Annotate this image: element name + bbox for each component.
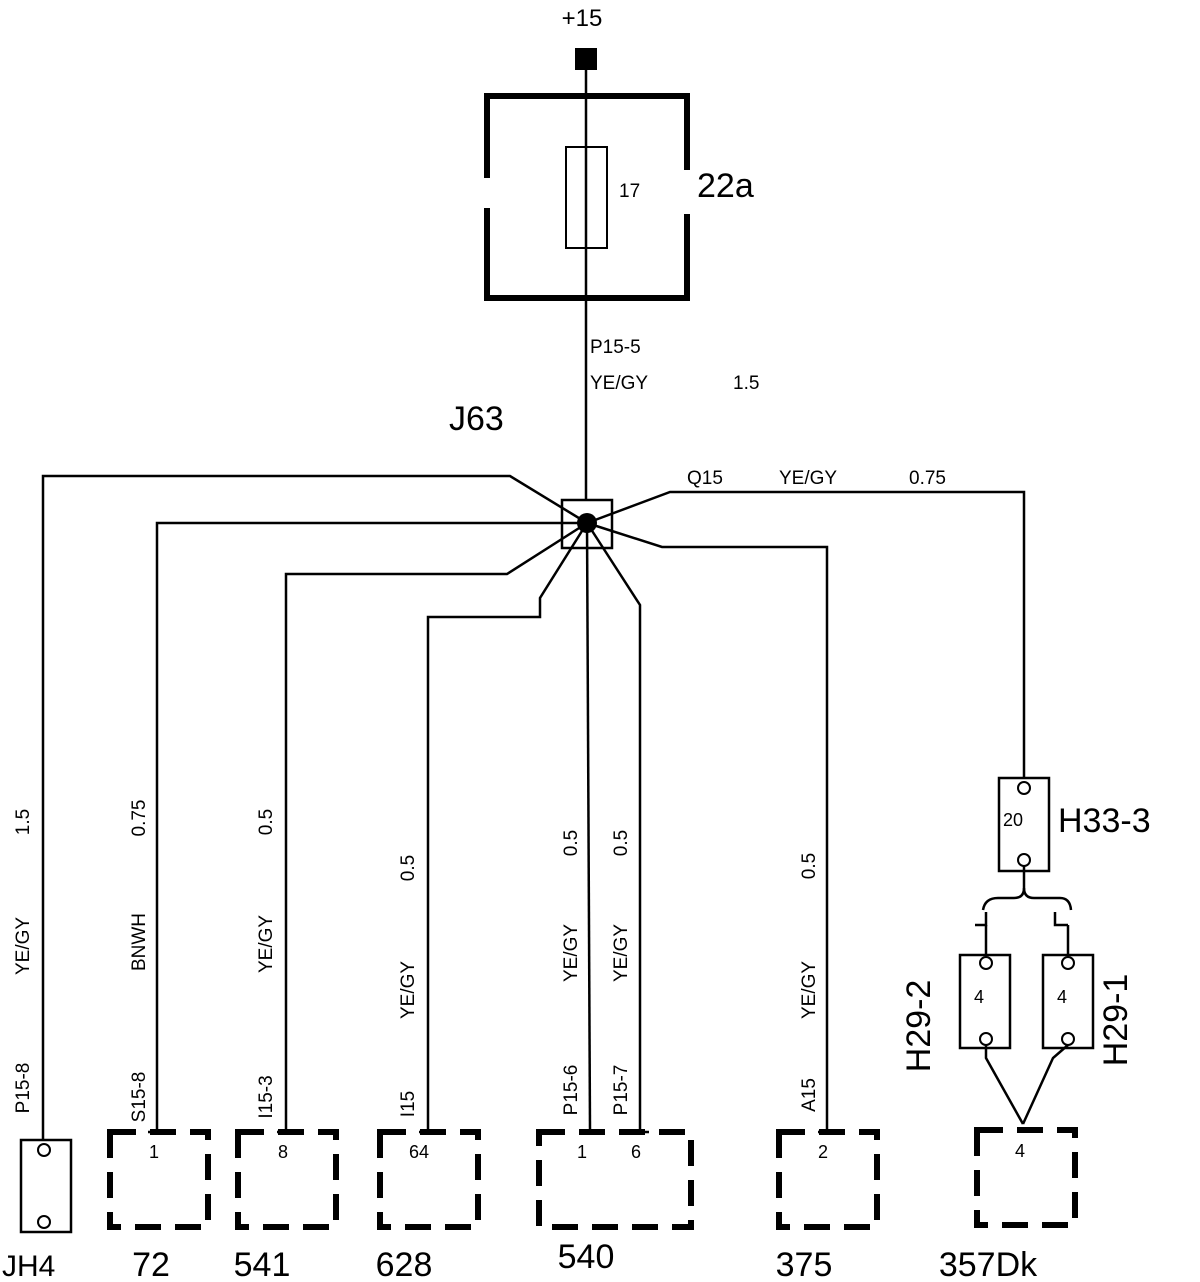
q15-size: 0.75 [909,468,946,489]
branch-2-size: 0.5 [256,809,277,835]
h29-1-pin: 4 [1057,987,1067,1007]
q15-color: YE/GY [779,468,837,489]
h29-1-pin-bottom [1061,1032,1075,1046]
branch-6-id: A15 [799,1078,820,1112]
supply-terminal [575,48,597,70]
branch-4-id: P15-6 [561,1065,582,1116]
main-wire-size: 1.5 [733,373,759,394]
connector-540 [536,1129,694,1230]
main-wire-id: P15-5 [590,337,641,358]
branch-2-id: I15-3 [256,1075,277,1118]
jh4-label: JH4 [2,1250,55,1282]
branch-0-color: YE/GY [13,917,34,975]
connector-357dk-label: 357Dk [939,1246,1038,1282]
branch-0-id: P15-8 [13,1063,34,1114]
branch-wires [41,474,1026,1150]
h33-pin: 20 [1003,810,1023,830]
connector-628-label: 628 [376,1246,433,1282]
h29-2-pin-bottom [979,1032,993,1046]
branch-1-id: S15-8 [129,1072,150,1123]
h29-1-pin-top [1061,956,1075,970]
connector-540-pin-6: 6 [631,1142,641,1162]
connector-357dk [974,1127,1078,1228]
branch-labels: 1.5 YE/GY P15-8 0.75 BNWH S15-8 0.5 YE/G… [13,800,820,1123]
fuse-number: 17 [619,181,640,202]
main-wire-color: YE/GY [590,373,648,394]
h33-label: H33-3 [1058,802,1151,840]
h29-2-label: H29-2 [900,980,938,1073]
branch-2-color: YE/GY [256,915,277,973]
connector-540-label: 540 [558,1238,615,1276]
q15-id: Q15 [687,468,723,489]
connector-72-pin: 1 [149,1142,159,1162]
jh4-pin-top [37,1143,51,1157]
connector-628-pin: 64 [409,1142,429,1162]
branch-1-size: 0.75 [129,800,150,837]
connector-h29-1 [1041,953,1095,1050]
h33-pin-top [1017,781,1031,795]
connector-72-label: 72 [132,1246,170,1282]
branch-3-color: YE/GY [398,961,419,1019]
supply-label: +15 [562,5,603,32]
branch-0-size: 1.5 [13,809,34,835]
h29-1-label: H29-1 [1097,974,1135,1067]
connector-541-pin: 8 [278,1142,288,1162]
branch-6-size: 0.5 [799,853,820,879]
join-wires [984,1044,1069,1125]
connector-357dk-pin: 4 [1015,1141,1025,1161]
h29-2-pin-top [979,956,993,970]
h33-pin-bottom [1017,853,1031,867]
connector-540-pin-1: 1 [577,1142,587,1162]
connector-375-label: 375 [776,1246,833,1282]
branch-6-color: YE/GY [799,961,820,1019]
branch-4-color: YE/GY [561,924,582,982]
h29-2-pin: 4 [974,987,984,1007]
harness-brace [975,866,1073,957]
branch-3-size: 0.5 [398,855,419,881]
branch-1-color: BNWH [129,913,150,971]
branch-5-id: P15-7 [611,1065,632,1116]
branch-4-size: 0.5 [561,830,582,856]
jh4-pin-bottom [37,1215,51,1229]
connector-375-pin: 2 [818,1142,828,1162]
branch-5-size: 0.5 [611,830,632,856]
branch-5-color: YE/GY [611,924,632,982]
branch-3-id: I15 [398,1091,419,1117]
splice-label: J63 [449,400,504,438]
connector-541-label: 541 [234,1246,291,1282]
fuse-box-label: 22a [697,167,754,205]
